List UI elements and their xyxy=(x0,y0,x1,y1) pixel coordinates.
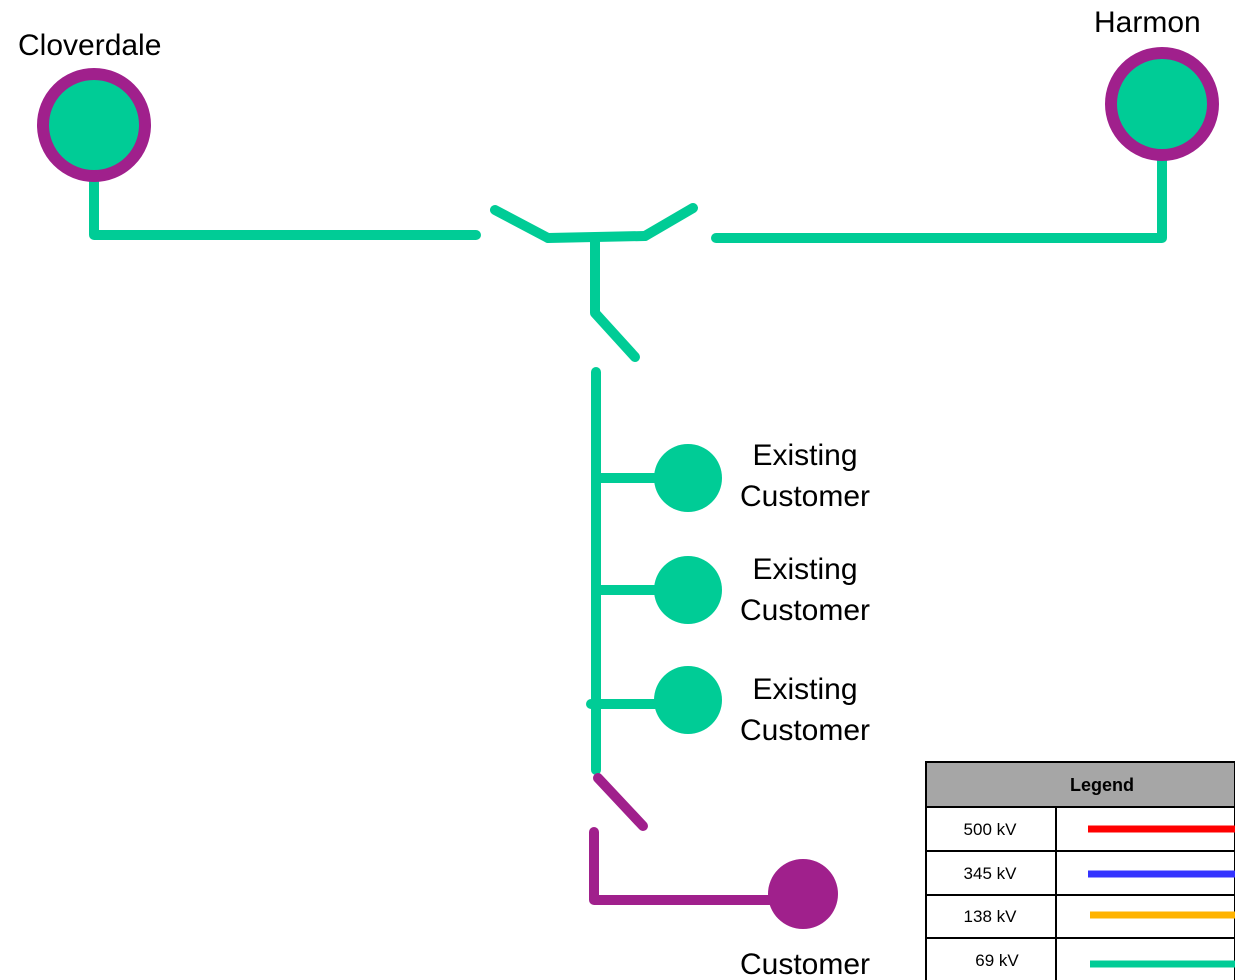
existing-customer-label-1-line2: Customer xyxy=(740,480,870,513)
existing-customer-label-3-line2: Customer xyxy=(740,714,870,747)
existing-customer-label-3-line1: Existing xyxy=(752,673,857,706)
legend-label-500kv: 500 kV xyxy=(964,820,1018,839)
tap-down-line xyxy=(590,235,640,362)
existing-customer-node-2 xyxy=(654,556,722,624)
switch-blade-left xyxy=(490,205,553,243)
existing-customer-node-1 xyxy=(654,444,722,512)
customer-line xyxy=(589,773,795,905)
legend-header xyxy=(925,761,1235,808)
legend-label-138kv: 138 kV xyxy=(964,907,1018,926)
line-69kv-network xyxy=(89,150,1167,775)
switch-blade-right xyxy=(640,203,698,241)
existing-customer-label-2-line2: Customer xyxy=(740,594,870,627)
legend-title: Legend xyxy=(1070,775,1134,795)
legend-label-69kv: 69 kV xyxy=(975,951,1019,970)
line-switch-to-harmon xyxy=(711,150,1167,243)
line-to-new-customer xyxy=(589,827,795,905)
harmon-label: Harmon xyxy=(1094,6,1201,39)
cloverdale-label: Cloverdale xyxy=(18,29,161,62)
legend-row-69kv xyxy=(925,937,1235,980)
harmon-substation-icon xyxy=(1105,47,1219,161)
new-customer-node xyxy=(768,859,838,929)
existing-customer-label-1-line1: Existing xyxy=(752,439,857,472)
new-customer-label: Customer xyxy=(740,948,870,980)
existing-customer-label-2-line1: Existing xyxy=(752,553,857,586)
switch-blade-bottom xyxy=(593,773,648,831)
legend-label-345kv: 345 kV xyxy=(964,864,1018,883)
existing-customer-node-3 xyxy=(654,666,722,734)
legend: Legend 500 kV 345 kV 138 kV 69 kV xyxy=(925,761,1235,980)
line-cloverdale-to-switch xyxy=(89,165,481,240)
cloverdale-substation-icon xyxy=(37,68,151,182)
